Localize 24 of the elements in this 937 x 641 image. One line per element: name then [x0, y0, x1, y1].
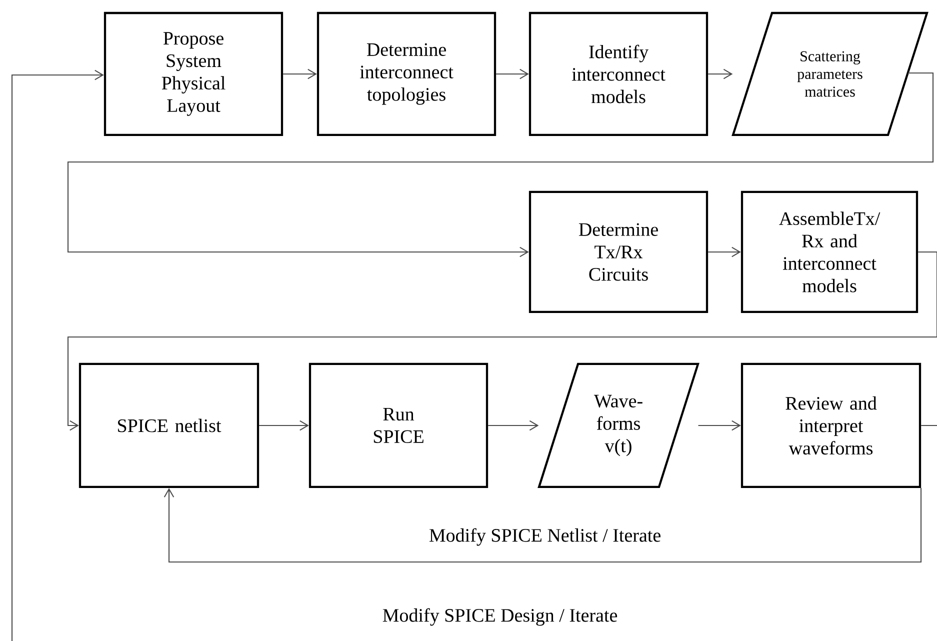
- arrow: [259, 420, 309, 431]
- arrow: [708, 68, 733, 80]
- arrow: [67, 72, 934, 258]
- arrow: [698, 420, 741, 431]
- arrow: [496, 68, 529, 80]
- process-box: SPICE netlist: [78, 362, 260, 488]
- edge-label: Modify SPICE Netlist / Iterate: [428, 526, 662, 548]
- data-parallelogram: Scattering parameters matrices: [732, 12, 928, 136]
- arrow: [708, 246, 741, 258]
- process-box: Run SPICE: [308, 362, 488, 488]
- line: [921, 424, 937, 426]
- note-text: Modify SPICE Design / Iterate: [382, 608, 618, 626]
- process-box: Identify interconnect models: [528, 12, 708, 136]
- arrow: [67, 251, 937, 431]
- process-box: Propose System Physical Layout: [104, 12, 284, 136]
- process-box: Determine Tx/Rx Circuits: [528, 190, 708, 314]
- process-box: Determine interconnect topologies: [316, 12, 496, 136]
- data-parallelogram: Wave- forms v(t): [538, 362, 700, 488]
- arrow: [488, 420, 539, 431]
- arrow: [11, 70, 104, 641]
- process-box: Review and interpret waveforms: [740, 362, 922, 488]
- process-box: AssembleTx/ Rx and interconnect models: [740, 190, 918, 314]
- arrow: [164, 488, 922, 563]
- arrow: [283, 68, 317, 80]
